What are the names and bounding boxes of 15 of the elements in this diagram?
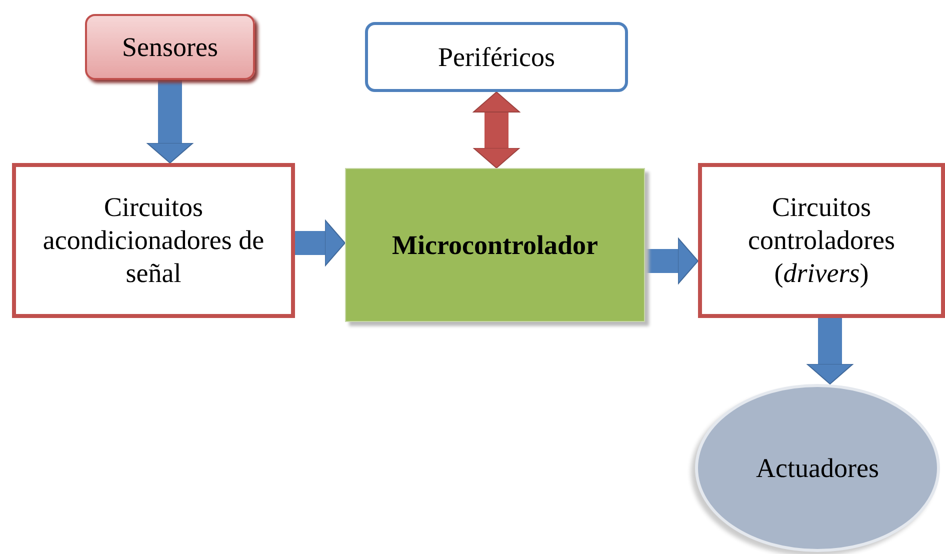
process-box <box>345 168 645 322</box>
node-label: Microcontrolador <box>391 228 599 262</box>
node-label: Periféricos <box>437 40 556 74</box>
process-box <box>12 163 295 318</box>
node-label: Circuitos controladores (drivers) <box>747 191 896 290</box>
block-arrow <box>473 92 520 168</box>
block-arrow <box>146 80 194 164</box>
node-label: Actuadores <box>755 452 880 484</box>
block-arrow <box>645 238 698 284</box>
node-label: Circuitos acondicionadores de señal <box>42 191 266 290</box>
process-box <box>85 14 255 80</box>
block-arrow <box>295 220 346 266</box>
process-box <box>698 163 945 318</box>
process-box <box>365 22 628 92</box>
node-label: Sensores <box>121 30 219 64</box>
